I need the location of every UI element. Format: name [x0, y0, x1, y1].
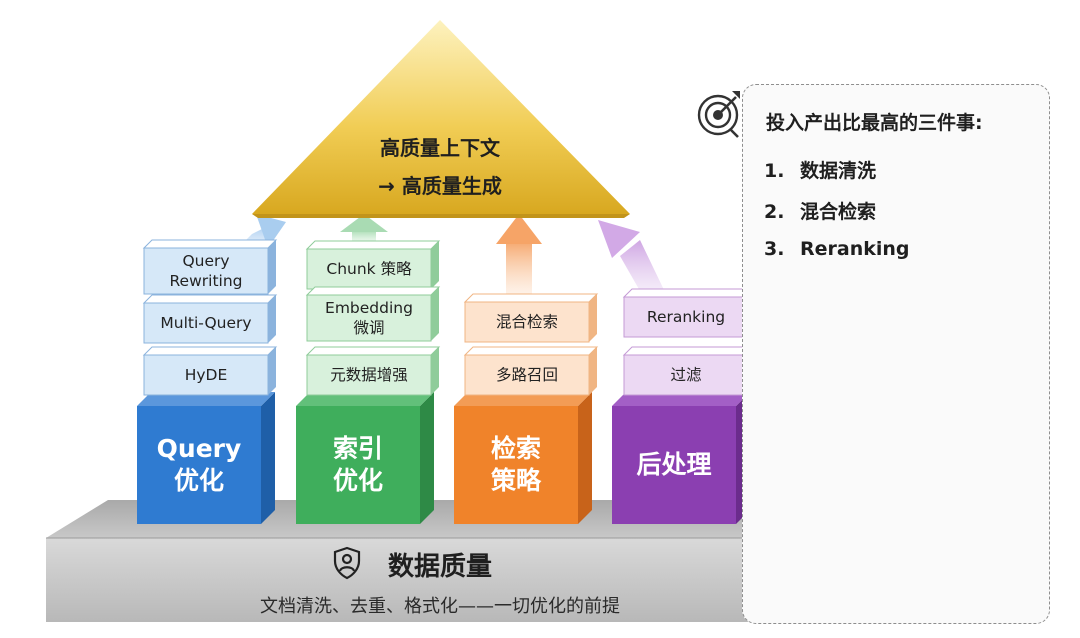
pillar-block-index: Embedding 微调 [307, 295, 431, 341]
block-top [622, 288, 758, 298]
block-label-line-1: HyDE [184, 366, 228, 384]
block-side [589, 294, 597, 342]
pillar-block-retrieval: 混合检索 [465, 302, 589, 342]
base-title: 数据质量 [387, 552, 492, 582]
block-side [431, 347, 439, 395]
block-label-line-1: Reranking [646, 308, 726, 326]
block-label-line-1: Multi-Query [160, 314, 252, 332]
block-label: 元数据增强 [330, 365, 408, 385]
peak-line-1: 高质量上下文 [380, 136, 500, 160]
priorities-title: 投入产出比最高的三件事: [766, 112, 983, 134]
block-label-line-1: Chunk 策略 [326, 260, 412, 278]
pillar-title-line-2: 优化 [332, 466, 383, 495]
block-top [463, 346, 599, 356]
priority-item: 3. Reranking [764, 238, 910, 260]
pillar-block-postprocess: 过滤 [624, 355, 748, 395]
pillar-block-index: 元数据增强 [307, 355, 431, 395]
pillar-block-retrieval: 多路召回 [465, 355, 589, 395]
pillar-title-line-1: Query [156, 434, 242, 463]
pillar-front [137, 406, 261, 524]
priority-num: 2. [764, 201, 785, 223]
pillar-title-line-1: 检索 [490, 434, 541, 463]
block-side [431, 241, 439, 289]
pillar-title-query: Query 优化 [137, 412, 261, 518]
block-label-line-2: Rewriting [169, 272, 243, 290]
block-label: Multi-Query [160, 313, 251, 333]
block-label-line-1: 过滤 [670, 366, 702, 384]
block-top [305, 346, 441, 356]
block-label: 过滤 [670, 365, 701, 385]
arrow-postprocess [598, 220, 664, 298]
pillar-title-retrieval: 检索策略 [454, 412, 578, 518]
pillar-title-postprocess: 后处理 [612, 412, 736, 518]
block-label: 混合检索 [496, 312, 558, 332]
priority-item: 2. 混合检索 [764, 197, 876, 224]
block-top [463, 293, 599, 303]
block-top [142, 294, 278, 304]
block-label: 多路召回 [496, 365, 558, 385]
pillar-front [612, 406, 736, 524]
block-top [305, 286, 441, 296]
base-subtitle: 文档清洗、去重、格式化——一切优化的前提 [260, 596, 620, 617]
pillar-block-query: HyDE [144, 355, 268, 395]
pillar-side [578, 392, 592, 524]
block-label: HyDE [185, 365, 228, 385]
pillar-front [296, 406, 420, 524]
pillar-side [261, 392, 275, 524]
pillar-title-index: 索引优化 [296, 412, 420, 518]
peak-triangle [252, 20, 630, 218]
block-label-line-1: 元数据增强 [330, 366, 408, 384]
priorities-panel [742, 84, 1050, 624]
block-top [622, 346, 758, 356]
block-label-line-1: Embedding [325, 299, 413, 317]
priority-text: 数据清洗 [800, 160, 877, 182]
base-title-row: 数据质量 [330, 546, 550, 583]
pillar-title-line-2: 优化 [173, 466, 224, 495]
priority-text: Reranking [800, 238, 910, 260]
priority-num: 3. [764, 238, 785, 260]
block-top [142, 239, 278, 249]
shield-person-icon [333, 546, 361, 580]
block-label: Reranking [647, 307, 725, 327]
priority-num: 1. [764, 160, 785, 182]
block-label-line-1: Query [182, 252, 230, 270]
block-side [268, 240, 276, 294]
block-label-line-2: 微调 [353, 319, 385, 337]
pillar-title-text: 后处理 [636, 449, 711, 481]
target-icon [697, 91, 740, 138]
pillar-block-postprocess: Reranking [624, 297, 748, 337]
block-side [268, 347, 276, 395]
block-label: Chunk 策略 [326, 259, 411, 279]
block-top [142, 346, 278, 356]
block-label-line-1: 混合检索 [495, 313, 558, 331]
pillar-block-query: Multi-Query [144, 303, 268, 343]
arrow-retrieval [496, 214, 542, 296]
arrow-index [340, 214, 388, 244]
pillar-title-text: 检索策略 [491, 433, 541, 497]
block-side [589, 347, 597, 395]
block-side [268, 295, 276, 343]
pillar-title-line-1: 后处理 [636, 450, 712, 479]
peak-line-2: → 高质量生成 [378, 174, 502, 198]
pillar-front [454, 406, 578, 524]
pillar-shapes [137, 239, 758, 524]
block-side [431, 287, 439, 341]
pillar-block-index: Chunk 策略 [307, 249, 431, 289]
block-label-line-1: 多路召回 [495, 366, 558, 384]
pillar-title-line-1: 索引 [332, 434, 383, 463]
block-top [305, 240, 441, 250]
pillar-title-text: 索引优化 [333, 433, 383, 497]
priority-text: 混合检索 [800, 201, 877, 223]
pillar-title-line-2: 策略 [490, 466, 541, 495]
pillar-title-text: Query 优化 [157, 433, 242, 497]
pillar-side [420, 392, 434, 524]
block-label: Embedding 微调 [325, 298, 413, 338]
priority-item: 1. 数据清洗 [764, 156, 876, 183]
